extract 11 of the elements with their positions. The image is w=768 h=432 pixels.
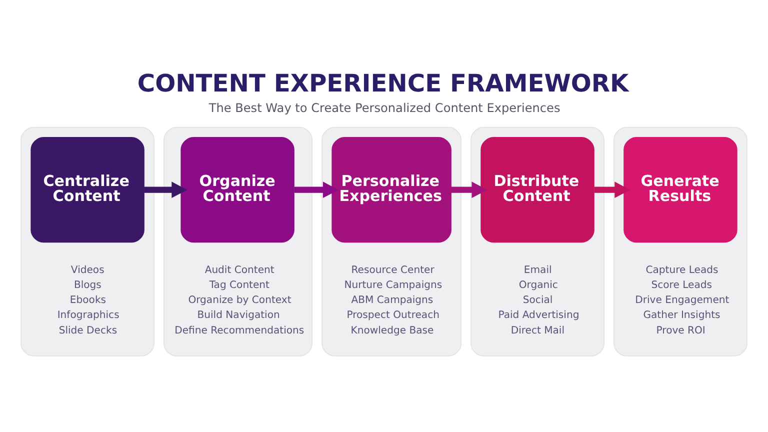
node-box: Generate Results [624,136,738,242]
arrow [144,181,188,198]
arrow [451,181,488,198]
node-box: Organize Content [180,136,294,242]
arrow [294,181,338,198]
node-box: Personalize Experiences [332,136,452,242]
diagram-title: CONTENT EXPERIENCE FRAMEWORK [137,68,629,97]
caption: The Best Way to Create Personalized Content Experiences [208,100,560,114]
node-box: Centralize Content [30,136,144,242]
node-box: Distribute Content [480,136,594,242]
arrow [594,181,630,198]
